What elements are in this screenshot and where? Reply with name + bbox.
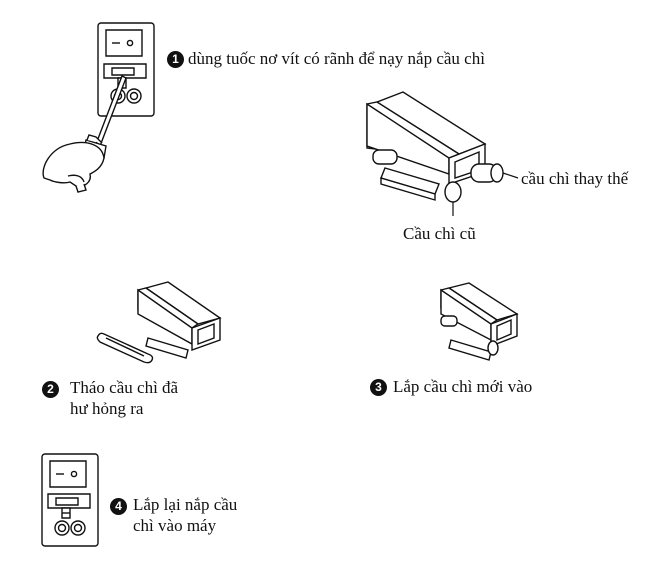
replacement-fuse-callout: cầu chì thay thế [521, 169, 629, 188]
step-4-number-badge: 4 [110, 498, 127, 515]
step-4-instruction-line-1: Lắp lại nắp cầu [133, 495, 238, 514]
old-fuse-callout: Cầu chì cũ [403, 224, 476, 243]
step-1-instruction: dùng tuốc nơ vít có rãnh để nạy nắp cầu … [188, 49, 485, 68]
fuse-holder-new-fuse-illustration [435, 282, 535, 362]
fuse-holder-with-fuses-illustration [355, 88, 525, 218]
step-2-instruction-line-1: Tháo cầu chì đã [70, 378, 179, 397]
fuse-panel-screwdriver-illustration [30, 18, 170, 198]
step-1-number-badge: 1 [167, 51, 184, 68]
fuse-panel-reassembled-illustration [40, 452, 100, 548]
step-4-instruction-line-2: chì vào máy [133, 516, 217, 535]
step-2-instruction-line-2: hư hỏng ra [70, 399, 144, 418]
step-3-number-badge: 3 [370, 379, 387, 396]
fuse-holder-removed-fuse-illustration [92, 280, 232, 365]
step-2-number-badge: 2 [42, 381, 59, 398]
step-3-instruction: Lắp cầu chì mới vào [393, 377, 533, 396]
